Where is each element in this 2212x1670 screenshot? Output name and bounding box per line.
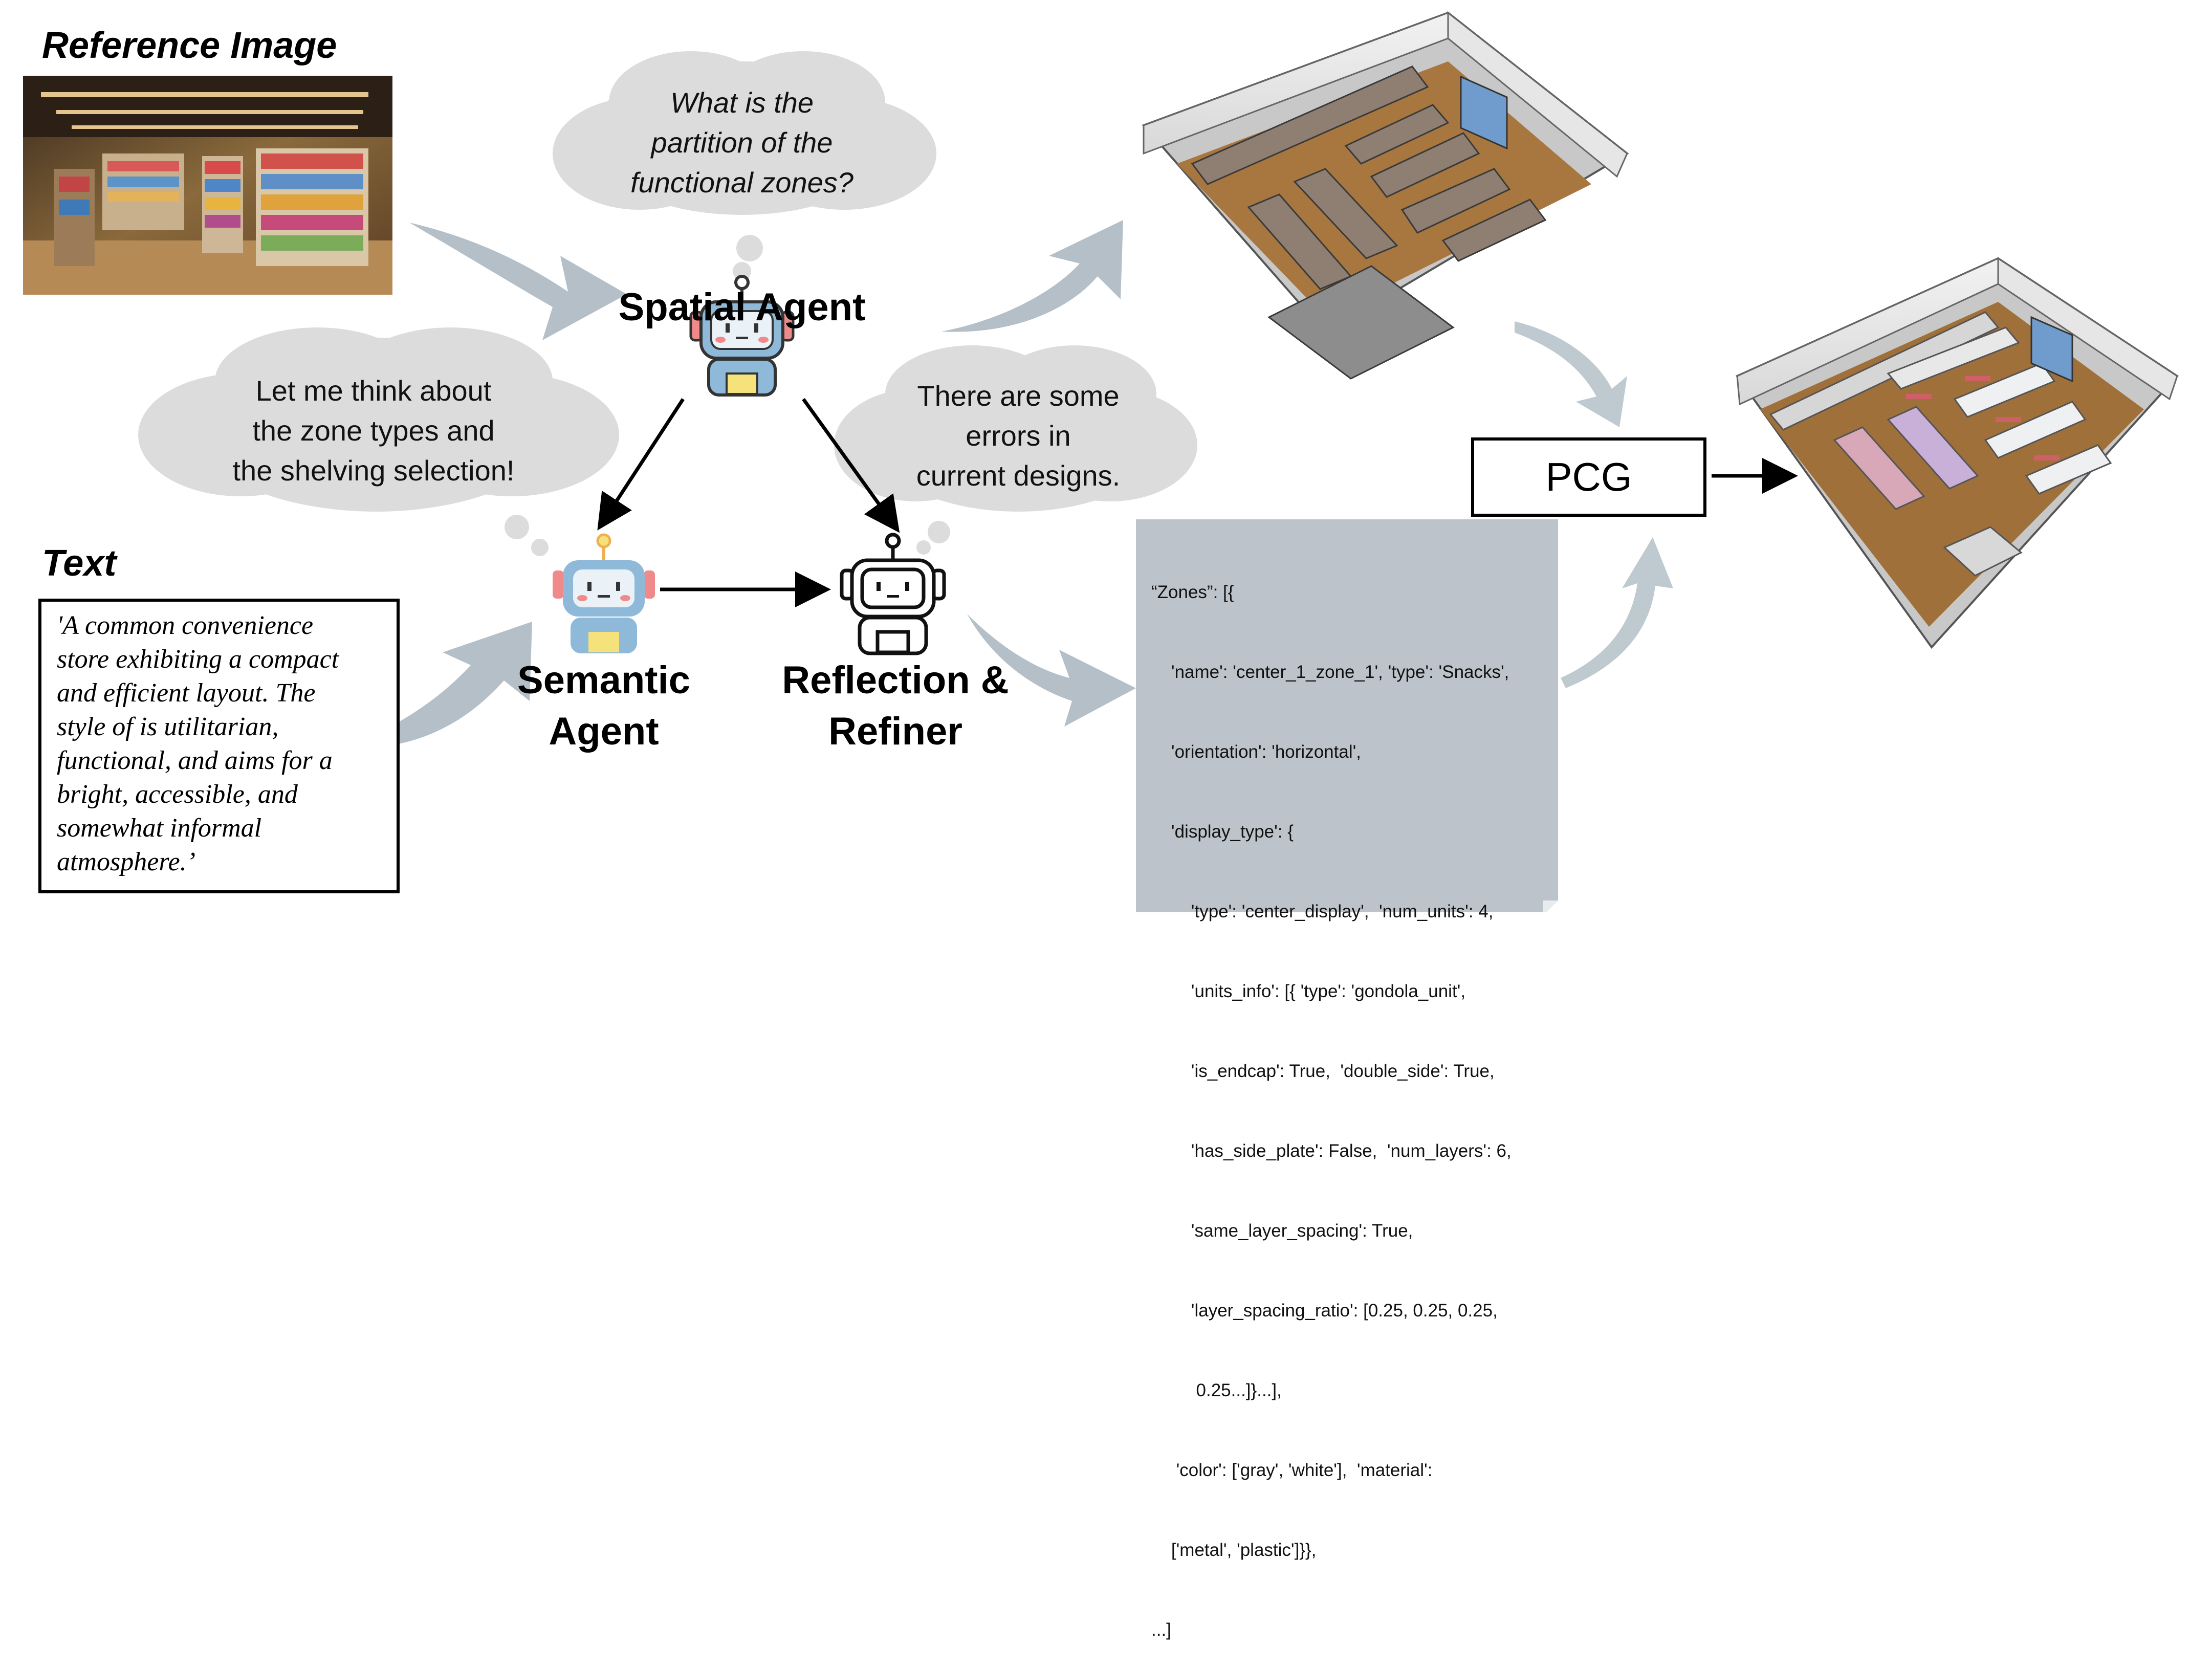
layout-render [1142, 11, 1629, 380]
spatial-thought-text: What is the partition of the functional … [614, 83, 870, 203]
semantic-thought-text: Let me think about the zone types and th… [205, 371, 542, 491]
reference-image-heading: Reference Image [42, 25, 337, 66]
flow-arrows [345, 220, 1673, 748]
zones-code-block: “Zones”: [{ 'name': 'center_1_zone_1', '… [1151, 526, 1556, 1670]
reflection-thought-cloud [834, 345, 1197, 555]
text-prompt-line: bright, accessible, and [57, 780, 298, 809]
pcg-box: PCG [1471, 437, 1706, 517]
semantic-agent-label: Semantic Agent [491, 655, 716, 757]
thought-line: the zone types and [252, 414, 495, 447]
text-prompt-line: atmosphere.’ [57, 847, 196, 876]
text-prompt-line: somewhat informal [57, 814, 262, 843]
thought-line: errors in [966, 420, 1071, 452]
agent-connectors [597, 398, 1798, 607]
code-line: ...] [1151, 1620, 1171, 1640]
code-line: 'name': 'center_1_zone_1', 'type': 'Snac… [1151, 662, 1509, 682]
thought-line: What is the [670, 86, 814, 119]
code-line: 'is_endcap': True, 'double_side': True, [1151, 1061, 1495, 1081]
diagram-canvas [23, 11, 2179, 912]
reflection-thought-text: There are some errors in current designs… [890, 376, 1146, 496]
spatial-agent-label: Spatial Agent [618, 285, 866, 329]
thought-line: There are some [917, 380, 1120, 412]
robot-icon [689, 275, 795, 397]
code-card [1136, 519, 1558, 912]
agent-label-line: Semantic [517, 658, 690, 702]
thought-line: functional zones? [630, 166, 853, 199]
spatial-thought-cloud [553, 51, 936, 280]
thought-line: the shelving selection! [232, 454, 515, 487]
text-prompt-box: 'A common convenience store exhibiting a… [38, 599, 400, 893]
text-heading: Text [42, 543, 117, 584]
agent-label-line: Reflection & [782, 658, 1009, 702]
robot-outline-icon [840, 533, 946, 655]
text-prompt-line: functional, and aims for a [57, 746, 333, 775]
code-line: 'units_info': [{ 'type': 'gondola_unit', [1151, 981, 1466, 1001]
thought-clouds [138, 51, 1197, 556]
code-line: 'color': ['gray', 'white'], 'material': [1151, 1460, 1433, 1480]
text-prompt-line: store exhibiting a compact [57, 645, 339, 674]
code-line: 0.25...]}...], [1151, 1380, 1282, 1400]
code-line: 'has_side_plate': False, 'num_layers': 6… [1151, 1141, 1512, 1161]
code-line: 'type': 'center_display', 'num_units': 4… [1151, 902, 1494, 921]
code-line: 'orientation': 'horizontal', [1151, 742, 1362, 762]
code-line: “Zones”: [{ [1151, 582, 1234, 602]
agent-label-line: Refiner [828, 710, 962, 753]
robot-icon [553, 533, 655, 653]
code-line: 'layer_spacing_ratio': [0.25, 0.25, 0.25… [1151, 1301, 1498, 1321]
text-prompt-line: 'A common convenience [57, 611, 314, 640]
semantic-thought-cloud [138, 327, 619, 556]
agent-label-line: Agent [549, 710, 659, 753]
thought-line: current designs. [916, 459, 1121, 492]
text-prompt-line: style of is utilitarian, [57, 712, 279, 741]
final-render [1735, 257, 2179, 649]
reflection-agent-label: Reflection & Refiner [757, 655, 1034, 757]
text-prompt-line: and efficient layout. The [57, 678, 316, 708]
reference-photo [23, 76, 392, 295]
code-line: ['metal', 'plastic']}}, [1151, 1540, 1317, 1560]
code-line: 'same_layer_spacing': True, [1151, 1221, 1413, 1241]
thought-line: partition of the [651, 126, 833, 159]
code-line: 'display_type': { [1151, 822, 1294, 842]
thought-line: Let me think about [255, 375, 492, 407]
